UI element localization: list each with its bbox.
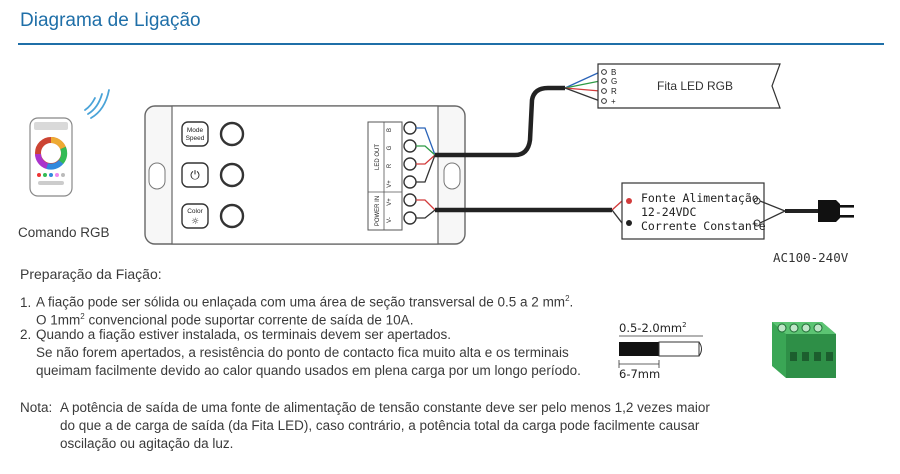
- wiring-item-2: 2.Quando a fiação estiver instalada, os …: [20, 327, 451, 342]
- note-line-3: oscilação ou agitação da luz.: [60, 436, 234, 451]
- color-button-label[interactable]: Color: [187, 208, 203, 215]
- mode-button-label[interactable]: Mode: [187, 127, 204, 134]
- strip-label: Fita LED RGB: [657, 79, 733, 93]
- terminal-label-b: B: [387, 128, 393, 132]
- wiring-item-2-line2: Se não forem apertados, a resistência do…: [36, 345, 569, 360]
- brightness-icon: ☼: [191, 217, 199, 227]
- led-out-label: LED OUT: [375, 144, 381, 170]
- plug-icon: [818, 200, 854, 222]
- wiring-heading: Preparação da Fiação:: [20, 266, 162, 282]
- power-supply: [621, 182, 765, 240]
- wire-strip-illustration: [618, 335, 703, 368]
- psu-label-line2: 12-24VDC: [641, 205, 696, 219]
- wiring-item-1: 1.A fiação pode ser sólida ou enlaçada c…: [20, 294, 574, 310]
- terminal-label-r: R: [387, 163, 393, 168]
- psu-label-line1: Fonte Alimentação: [641, 191, 759, 205]
- rgb-remote: [29, 117, 73, 197]
- psu-label-line3: Corrente Constante: [641, 219, 766, 233]
- led-cable: [435, 85, 565, 158]
- speed-button-label: Speed: [186, 135, 205, 142]
- remote-label: Comando RGB: [18, 225, 110, 240]
- wifi-signal-icon: [84, 89, 110, 119]
- led-strip: [597, 63, 781, 109]
- wiring-item-1-line2: O 1mm2 convencional pode suportar corren…: [36, 312, 414, 328]
- terminal-block-image: [772, 322, 836, 378]
- strip-pin-r: R: [611, 87, 617, 96]
- wire-gauge-label: 0.5-2.0mm2: [619, 321, 687, 335]
- terminal-label-vplus-out: V+: [387, 180, 393, 188]
- mains-voltage-label: AC100-240V: [773, 250, 849, 265]
- note-line-1: A potência de saída de uma fonte de alim…: [60, 400, 710, 415]
- strip-pin-g: G: [611, 77, 617, 86]
- title-divider: [18, 43, 884, 45]
- power-icon[interactable]: ⏻: [190, 168, 200, 182]
- terminal-label-vplus-in: V+: [387, 198, 393, 206]
- strip-pin-b: B: [611, 68, 616, 77]
- note-line-2: do que a de carga de saída (da Fita LED)…: [60, 418, 700, 433]
- strip-length-label: 6-7mm: [619, 367, 660, 381]
- strip-pin-plus: +: [611, 97, 616, 106]
- page-title: Diagrama de Ligação: [20, 10, 201, 31]
- power-in-label: POWER IN: [375, 196, 381, 226]
- terminal-label-vminus-in: V-: [387, 217, 393, 223]
- wiring-item-2-line3: queimam facilmente devido ao calor quand…: [36, 363, 581, 378]
- controller-knobs: [219, 121, 245, 229]
- controller-buttons: [181, 121, 209, 229]
- terminal-label-g: G: [387, 145, 393, 150]
- note-label: Nota:: [20, 400, 53, 415]
